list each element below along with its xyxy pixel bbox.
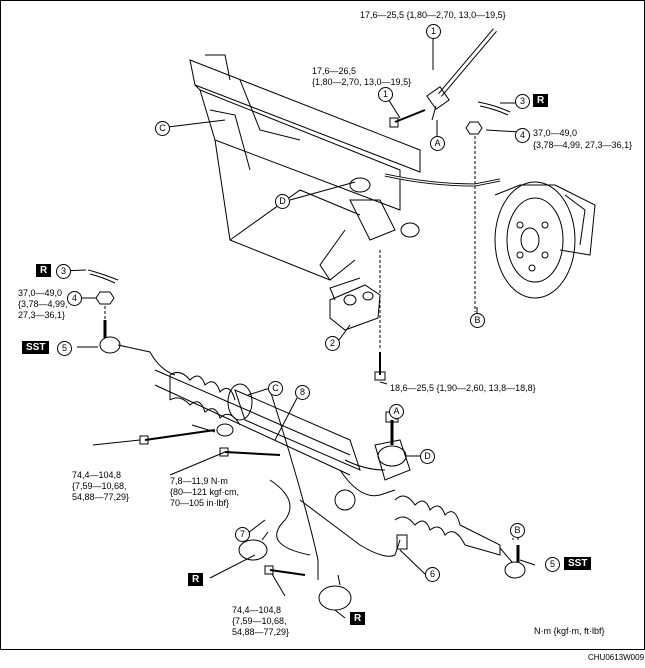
torque-label-upper-line2: {1,80—2,70, 13,0—19,5}	[312, 77, 412, 87]
callout-1-upper: 1	[378, 87, 393, 102]
torque-label-small-line1: 7,8—11,9 N·m	[170, 476, 228, 486]
mounting-bracket-drawing	[329, 277, 381, 331]
callout-b-lower: B	[510, 523, 525, 538]
torque-label-upper-line1: 17,6—26,5	[312, 66, 357, 76]
replace-badge-right: R	[533, 94, 549, 107]
torque-label-top: 17,6—25,5 {1,80—2,70, 13,0—19,5}	[360, 10, 506, 20]
torque-label-small-line3: 70—105 in·lbf}	[170, 498, 230, 508]
replace-badge-left: R	[36, 264, 52, 277]
callout-c-lower: C	[268, 381, 283, 396]
replace-badge-lower: R	[350, 612, 366, 625]
steering-gear-body	[154, 369, 526, 579]
torque-label-bottom-line1: 74,4—104,8	[232, 605, 282, 615]
callout-a-lower: A	[389, 404, 404, 419]
torque-label-small-line2: {80—121 kgf·cm,	[170, 487, 240, 497]
callout-6: 6	[425, 567, 440, 582]
intermediate-shaft-drawing	[426, 28, 497, 121]
replace-badge-lower-left: R	[188, 573, 204, 586]
torque-label-bottom-line2: {7,59—10,68,	[232, 616, 287, 626]
torque-label-rack-line1: 74,4—104,8	[72, 470, 122, 480]
callout-7: 7	[235, 527, 250, 542]
sst-badge-left: SST	[22, 341, 50, 354]
callout-3-right: 3	[515, 94, 530, 109]
callout-1-top: 1	[426, 24, 441, 39]
units-note: N·m {kgf·m, ft·lbf}	[534, 626, 605, 636]
torque-label-left-line3: 27,3—36,1}	[18, 310, 66, 320]
crossmember-drawing	[189, 54, 421, 281]
torque-label-bottom-line3: 54,88—77,29}	[232, 627, 290, 637]
torque-label-left-line1: 37,0—49,0	[18, 288, 63, 298]
callout-4-right: 4	[515, 128, 530, 143]
callout-4-left: 4	[67, 291, 82, 306]
callout-b-upper: B	[470, 313, 485, 328]
torque-label-rack-line2: {7,59—10,68,	[72, 481, 127, 491]
callout-3-left: 3	[56, 264, 71, 279]
brake-disc-drawing	[494, 181, 596, 299]
torque-label-right-line2: {3,78—4,99, 27,3—36,1}	[533, 140, 633, 150]
sst-badge-right: SST	[564, 557, 592, 570]
torque-label-left-line2: {3,78—4,99,	[18, 299, 68, 309]
callout-d-upper: D	[275, 194, 290, 209]
callout-a-upper: A	[430, 136, 445, 151]
callout-d-lower: D	[420, 449, 435, 464]
callout-5-right: 5	[545, 557, 560, 572]
callout-8: 8	[295, 385, 310, 400]
torque-label-bracket: 18,6—25,5 {1,90—2,60, 13,8—18,8}	[390, 383, 536, 393]
callout-5-left: 5	[57, 341, 72, 356]
callout-c-upper: C	[155, 121, 170, 136]
torque-label-right-line1: 37,0—49,0	[533, 128, 578, 138]
figure-code: CHU0613W009	[588, 653, 645, 662]
torque-label-rack-line3: 54,88—77,29}	[72, 492, 130, 502]
callout-2: 2	[325, 336, 340, 351]
